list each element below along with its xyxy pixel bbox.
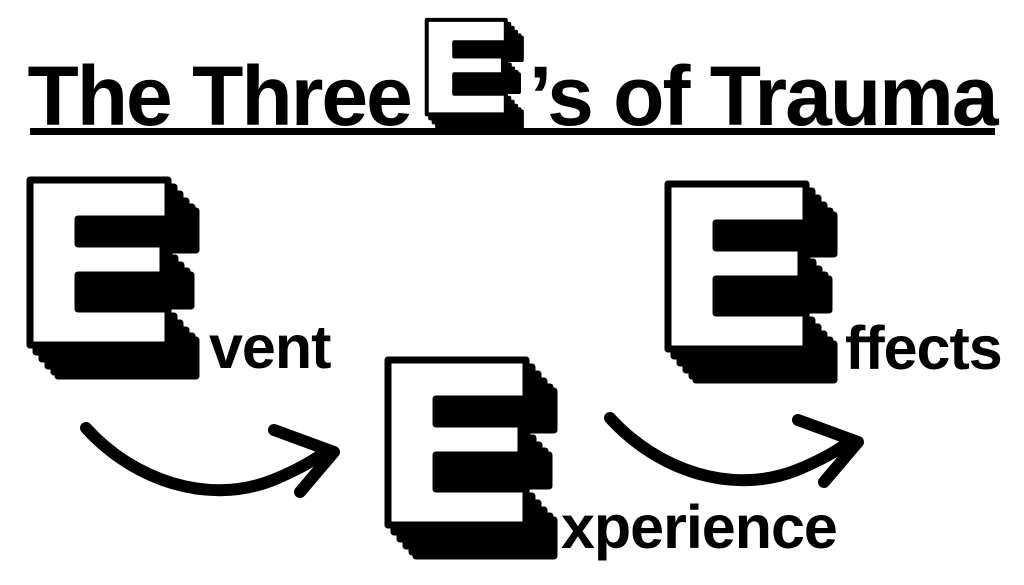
curved-arrow-icon — [78, 418, 348, 513]
block-letter-e-icon — [20, 172, 205, 384]
block-letter-e-icon — [421, 15, 527, 137]
block-letter-e-icon — [378, 352, 563, 564]
page-title: The Three ’s of Trauma — [0, 15, 1024, 138]
curved-arrow-icon — [602, 408, 872, 503]
label-experience: xperience — [561, 493, 838, 561]
label-effects: ffects — [845, 314, 1003, 382]
title-prefix: The Three — [27, 49, 412, 143]
label-event: vent — [209, 313, 331, 381]
block-letter-e-icon — [658, 176, 843, 388]
title-suffix: ’s of Trauma — [528, 49, 999, 143]
